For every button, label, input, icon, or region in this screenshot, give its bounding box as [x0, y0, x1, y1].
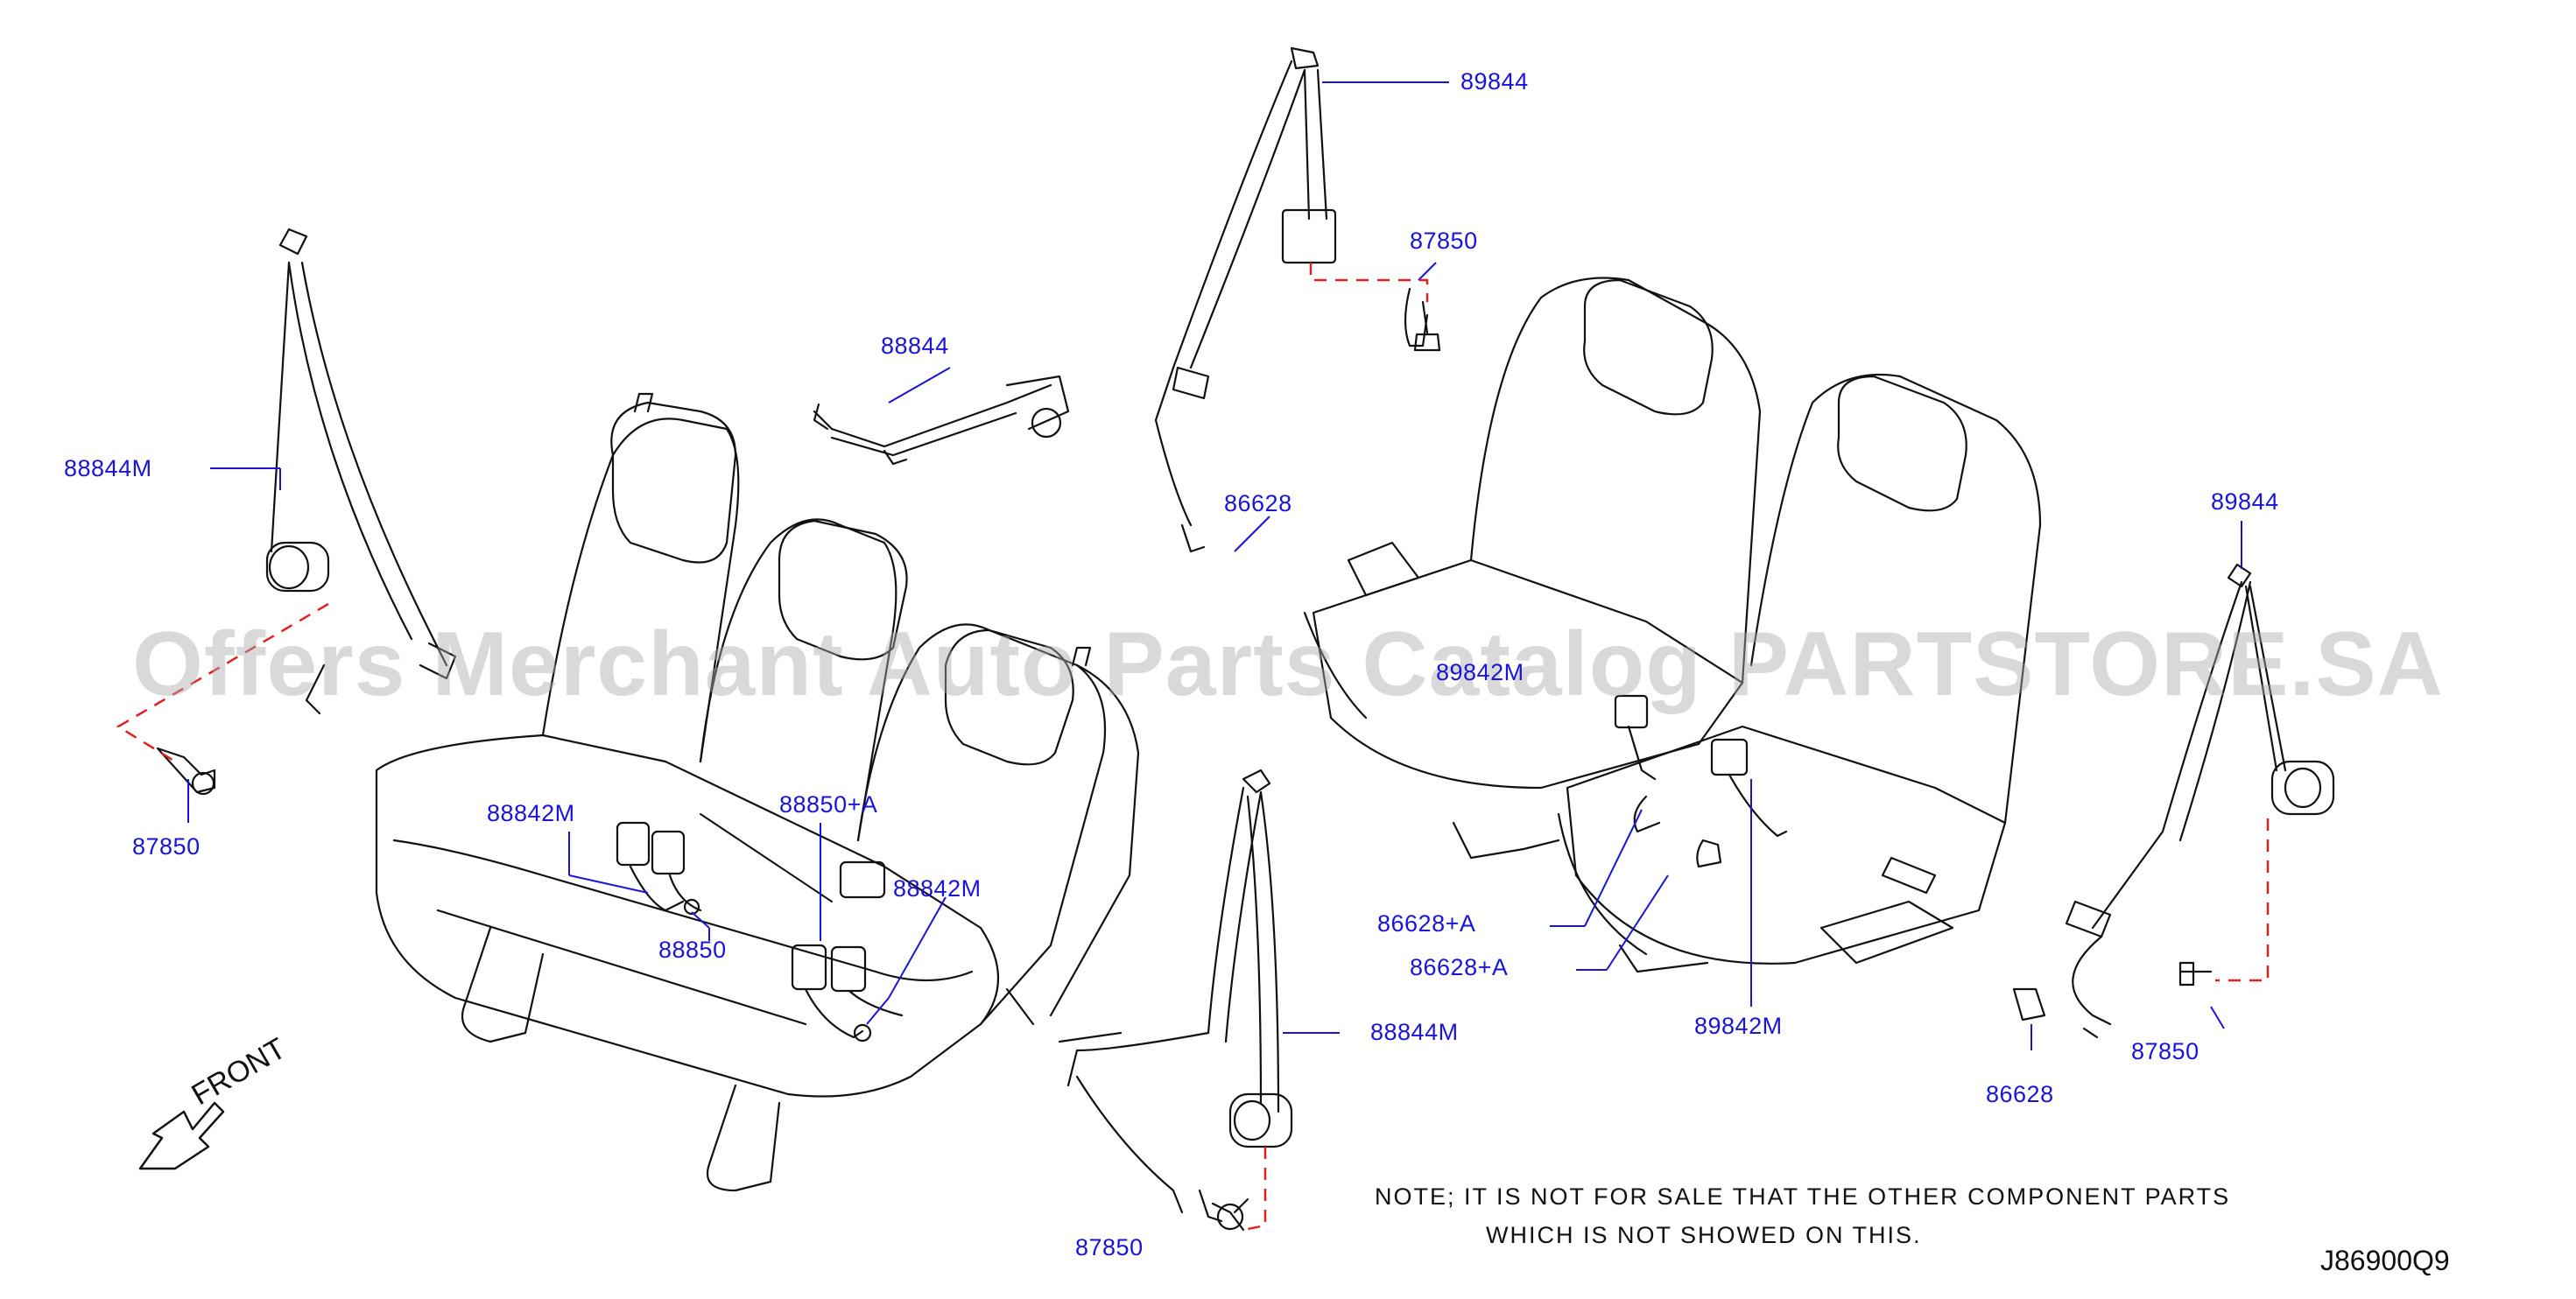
part-label-86628-a-2[interactable]: 86628+A — [1410, 954, 1509, 980]
top-center-belt-drawing — [813, 375, 1070, 466]
part-label-88842m-a[interactable]: 88842M — [487, 800, 575, 826]
front-arrow-icon — [138, 1101, 225, 1170]
part-label-86628-right[interactable]: 86628 — [1986, 1081, 2054, 1107]
part-label-87850-left[interactable]: 87850 — [132, 833, 201, 860]
bolts-drawing — [156, 300, 2213, 1232]
upper-front-belt-drawing — [1154, 46, 1429, 553]
part-label-88844[interactable]: 88844 — [881, 333, 949, 359]
leader-lines — [187, 81, 2242, 1050]
part-label-87850-top[interactable]: 87850 — [1410, 228, 1478, 254]
part-label-86628-mid[interactable]: 86628 — [1224, 490, 1292, 516]
part-label-89844-right[interactable]: 89844 — [2211, 488, 2279, 515]
part-label-88850-a[interactable]: 88850+A — [779, 791, 878, 818]
lower-center-belt-drawing — [1058, 769, 1293, 1223]
note-line-1: NOTE; IT IS NOT FOR SALE THAT THE OTHER … — [1375, 1183, 2231, 1210]
front-seats-drawing — [1303, 277, 2042, 973]
note-line-2: WHICH IS NOT SHOWED ON THIS. — [1486, 1222, 1922, 1248]
part-label-88842m-b[interactable]: 88842M — [893, 875, 982, 902]
rear-bench-seat — [375, 392, 1140, 1192]
part-label-86628-a-1[interactable]: 86628+A — [1377, 910, 1476, 937]
rear-buckles-drawing — [616, 813, 904, 1043]
diagram-code: J86900Q9 — [2320, 1245, 2450, 1276]
part-label-87850-bottom[interactable]: 87850 — [1075, 1234, 1144, 1260]
part-label-89842m[interactable]: 89842M — [1694, 1013, 1783, 1039]
part-label-88844m-left[interactable]: 88844M — [64, 455, 152, 481]
part-label-88850[interactable]: 88850 — [658, 937, 727, 963]
left-retractor-belt-drawing — [265, 228, 457, 715]
part-label-89842m-seat[interactable]: 89842M — [1436, 659, 1524, 685]
part-label-87850-right[interactable]: 87850 — [2131, 1038, 2199, 1064]
right-side-belt-drawing — [2012, 563, 2335, 1039]
part-label-89844-top[interactable]: 89844 — [1460, 68, 1529, 95]
part-label-88844m-bottom[interactable]: 88844M — [1370, 1019, 1459, 1045]
dashed-connector-lines — [116, 263, 2270, 1232]
